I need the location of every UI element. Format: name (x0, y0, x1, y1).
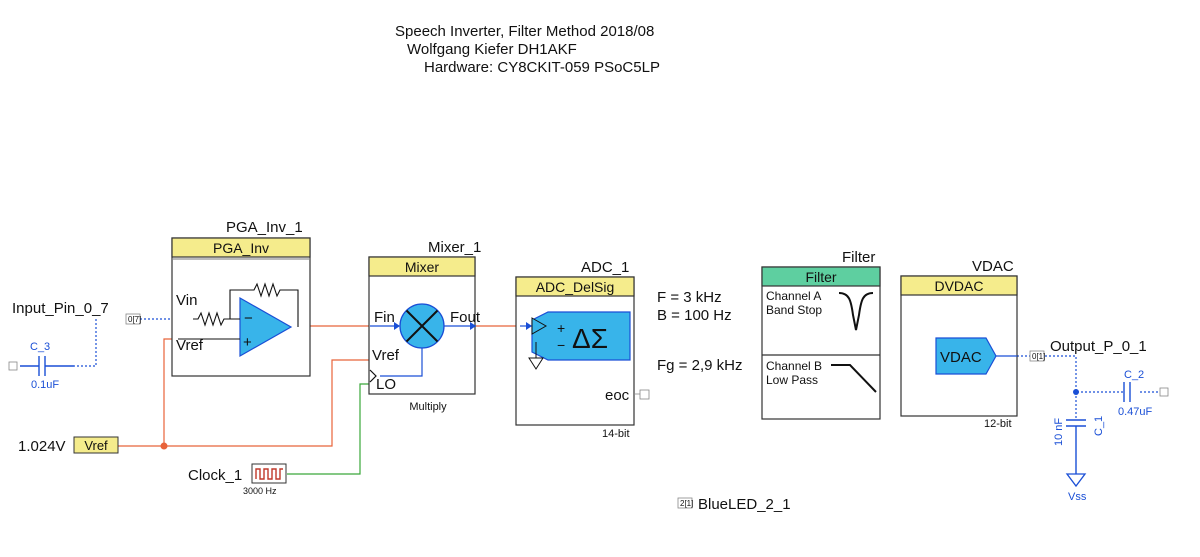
adc-ground-icon (528, 342, 544, 370)
filter-title: Filter (805, 269, 836, 285)
led-pin[interactable]: 2[1] BlueLED_2_1 (677, 496, 791, 513)
wire-clock (287, 383, 370, 475)
param-f: F = 3 kHz (657, 289, 722, 306)
pga-instance-name: PGA_Inv_1 (226, 219, 303, 236)
vref-value: 1.024V (18, 438, 66, 455)
wire-output (1017, 355, 1160, 420)
param-b: B = 100 Hz (657, 307, 732, 324)
c3-name: C_3 (30, 341, 50, 353)
resistor-in-icon (193, 311, 240, 327)
mixer-instance-name: Mixer_1 (428, 239, 481, 256)
filter-chb-name: Channel B (766, 359, 822, 373)
adc-pin-eoc: eoc (605, 387, 630, 404)
adc-deltasigma-icon (531, 311, 631, 361)
header-title: Speech Inverter, Filter Method 2018/08 (395, 23, 654, 40)
vdac-resolution: 12-bit (984, 418, 1012, 430)
svg-text:−: − (557, 337, 565, 353)
header-author: Wolfgang Kiefer DH1AKF (407, 41, 577, 58)
filter-params: F = 3 kHz B = 100 Hz Fg = 2,9 kHz (657, 289, 742, 374)
clock-source[interactable]: Clock_1 3000 Hz (188, 463, 287, 496)
c3-value: 0.1uF (31, 379, 59, 391)
input-pin-port: 0[7] (128, 315, 141, 324)
led-port: 2[1] (680, 499, 693, 508)
mixer-pin-fout: Fout (450, 309, 481, 326)
svg-text:+: + (557, 320, 565, 336)
vdac-title: DVDAC (934, 278, 983, 294)
clock-wave-icon (255, 468, 283, 480)
pga-pin-vin: Vin (176, 292, 197, 309)
capacitor-c3-icon (20, 356, 74, 376)
resistor-fb-icon (229, 282, 299, 327)
filter-chb-type: Low Pass (766, 373, 818, 387)
output-pin-name: Output_P_0_1 (1050, 338, 1147, 355)
pga-block[interactable]: PGA_Inv_1 PGA_Inv Vin Vref − + (171, 219, 311, 377)
wire-input-c3 (74, 318, 178, 367)
adc-title: ADC_DelSig (536, 279, 615, 295)
mixer-pin-vref: Vref (372, 347, 400, 364)
c2-value: 0.47uF (1118, 406, 1153, 418)
svg-text:+: + (243, 334, 252, 351)
lowpass-curve-icon (831, 364, 877, 393)
vref-label: Vref (84, 438, 108, 453)
vdac-instance-name: VDAC (972, 258, 1014, 275)
capacitor-c1-icon (1066, 419, 1086, 474)
mixer-mode: Multiply (409, 401, 447, 413)
vdac-symbol: VDAC (940, 349, 982, 366)
vss-label: Vss (1068, 491, 1087, 503)
bandstop-curve-icon (838, 292, 874, 331)
vss-ground: Vss (1065, 473, 1087, 503)
adc-block[interactable]: ADC_1 ADC_DelSig + − ΔΣ eoc 14-bit (515, 259, 650, 440)
adc-resolution: 14-bit (602, 428, 630, 440)
capacitor-c1[interactable]: 10 nF C_1 (1053, 416, 1105, 474)
output-pin[interactable]: Output_P_0_1 0[1] (1029, 338, 1147, 362)
opamp-triangle-icon (239, 296, 293, 358)
ground-icon (1065, 473, 1087, 488)
filter-block[interactable]: Filter Filter Channel A Band Stop Channe… (761, 249, 881, 420)
junction-vref (160, 442, 168, 450)
filter-instance-name: Filter (842, 249, 875, 266)
junction-output (1073, 389, 1079, 395)
adc-symbol: ΔΣ (572, 323, 608, 354)
c2-name: C_2 (1124, 369, 1144, 381)
clock-name: Clock_1 (188, 467, 242, 484)
mixer-block[interactable]: Mixer_1 Mixer Fin Fout Vref LO Multiply (368, 239, 481, 413)
capacitor-c3[interactable]: C_3 0.1uF (8, 341, 74, 391)
led-name: BlueLED_2_1 (698, 496, 791, 513)
capacitor-c2[interactable]: C_2 0.47uF (1118, 369, 1169, 418)
vdac-symbol-icon (935, 337, 997, 375)
svg-text:−: − (244, 310, 253, 327)
mixer-pin-lo: LO (376, 376, 396, 393)
filter-cha-name: Channel A (766, 289, 821, 303)
c1-name: C_1 (1093, 416, 1105, 436)
mixer-pin-fin: Fin (374, 309, 395, 326)
pga-title: PGA_Inv (213, 240, 269, 256)
clock-freq: 3000 Hz (243, 486, 277, 496)
vdac-block[interactable]: VDAC DVDAC VDAC 12-bit (900, 258, 1018, 430)
header-hardware: Hardware: CY8CKIT-059 PSoC5LP (424, 59, 660, 76)
input-pin[interactable]: Input_Pin_0_7 0[7] (12, 300, 141, 325)
input-pin-name: Input_Pin_0_7 (12, 300, 109, 317)
param-fg: Fg = 2,9 kHz (657, 357, 742, 374)
mixer-title: Mixer (405, 259, 440, 275)
c1-value: 10 nF (1053, 418, 1065, 446)
pga-pin-vref: Vref (176, 337, 204, 354)
adc-instance-name: ADC_1 (581, 259, 629, 276)
vref-source[interactable]: 1.024V Vref (18, 436, 119, 455)
capacitor-c2-icon (1123, 382, 1131, 402)
filter-cha-type: Band Stop (766, 303, 822, 317)
output-pin-port: 0[1] (1032, 352, 1045, 361)
